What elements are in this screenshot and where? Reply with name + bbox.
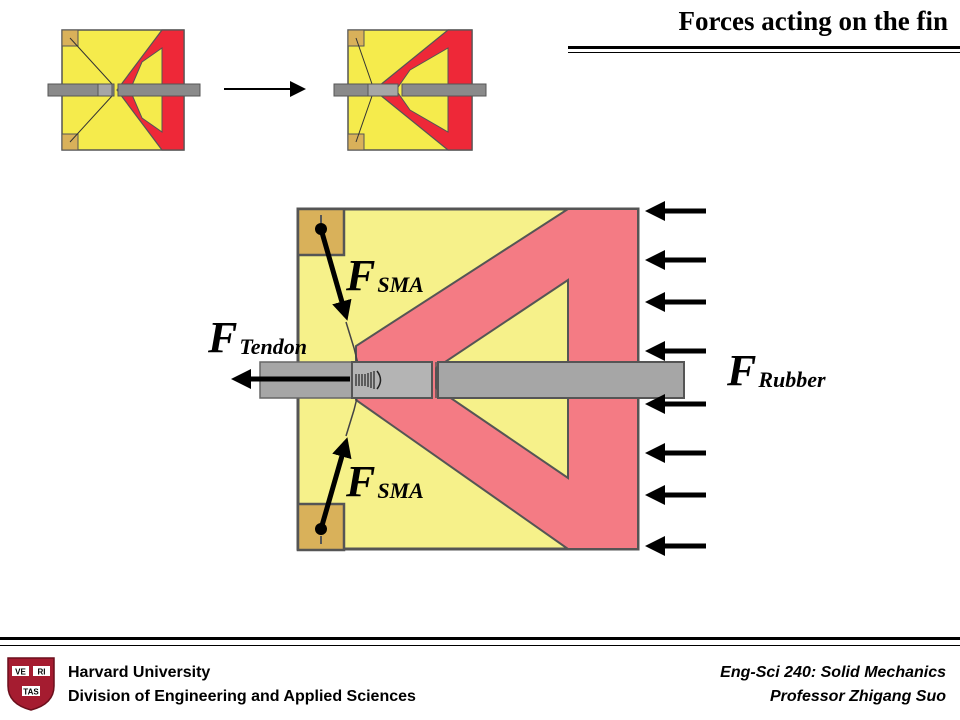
footer-rule	[0, 637, 960, 640]
svg-text:VE: VE	[15, 668, 26, 677]
label-f-rubber: FRubber	[727, 346, 826, 395]
footer-course: Eng-Sci 240: Solid Mechanics Professor Z…	[720, 661, 946, 709]
label-f-sma-top: FSMA	[346, 251, 424, 300]
label-f-tendon: FTendon	[208, 313, 308, 362]
slide-title: Forces acting on the fin	[678, 6, 948, 36]
harvard-shield-icon: VE RI TAS	[7, 657, 55, 711]
small-fin-before	[47, 29, 201, 151]
footer-rule-thin	[0, 645, 960, 646]
institution-name: Harvard University	[68, 664, 211, 681]
large-fin	[259, 207, 685, 552]
title-underline	[568, 46, 960, 53]
course-name: Eng-Sci 240: Solid Mechanics	[720, 664, 946, 681]
footer-institution: Harvard University Division of Engineeri…	[68, 661, 416, 709]
label-f-sma-bottom: FSMA	[346, 457, 424, 506]
rubber-force-arrows	[645, 201, 706, 556]
svg-text:RI: RI	[38, 668, 46, 677]
sma-force-arrows	[315, 223, 352, 535]
division-name: Division of Engineering and Applied Scie…	[68, 688, 416, 705]
svg-text:TAS: TAS	[23, 688, 39, 697]
professor-name: Professor Zhigang Suo	[769, 688, 946, 705]
small-fin-after	[333, 29, 487, 151]
